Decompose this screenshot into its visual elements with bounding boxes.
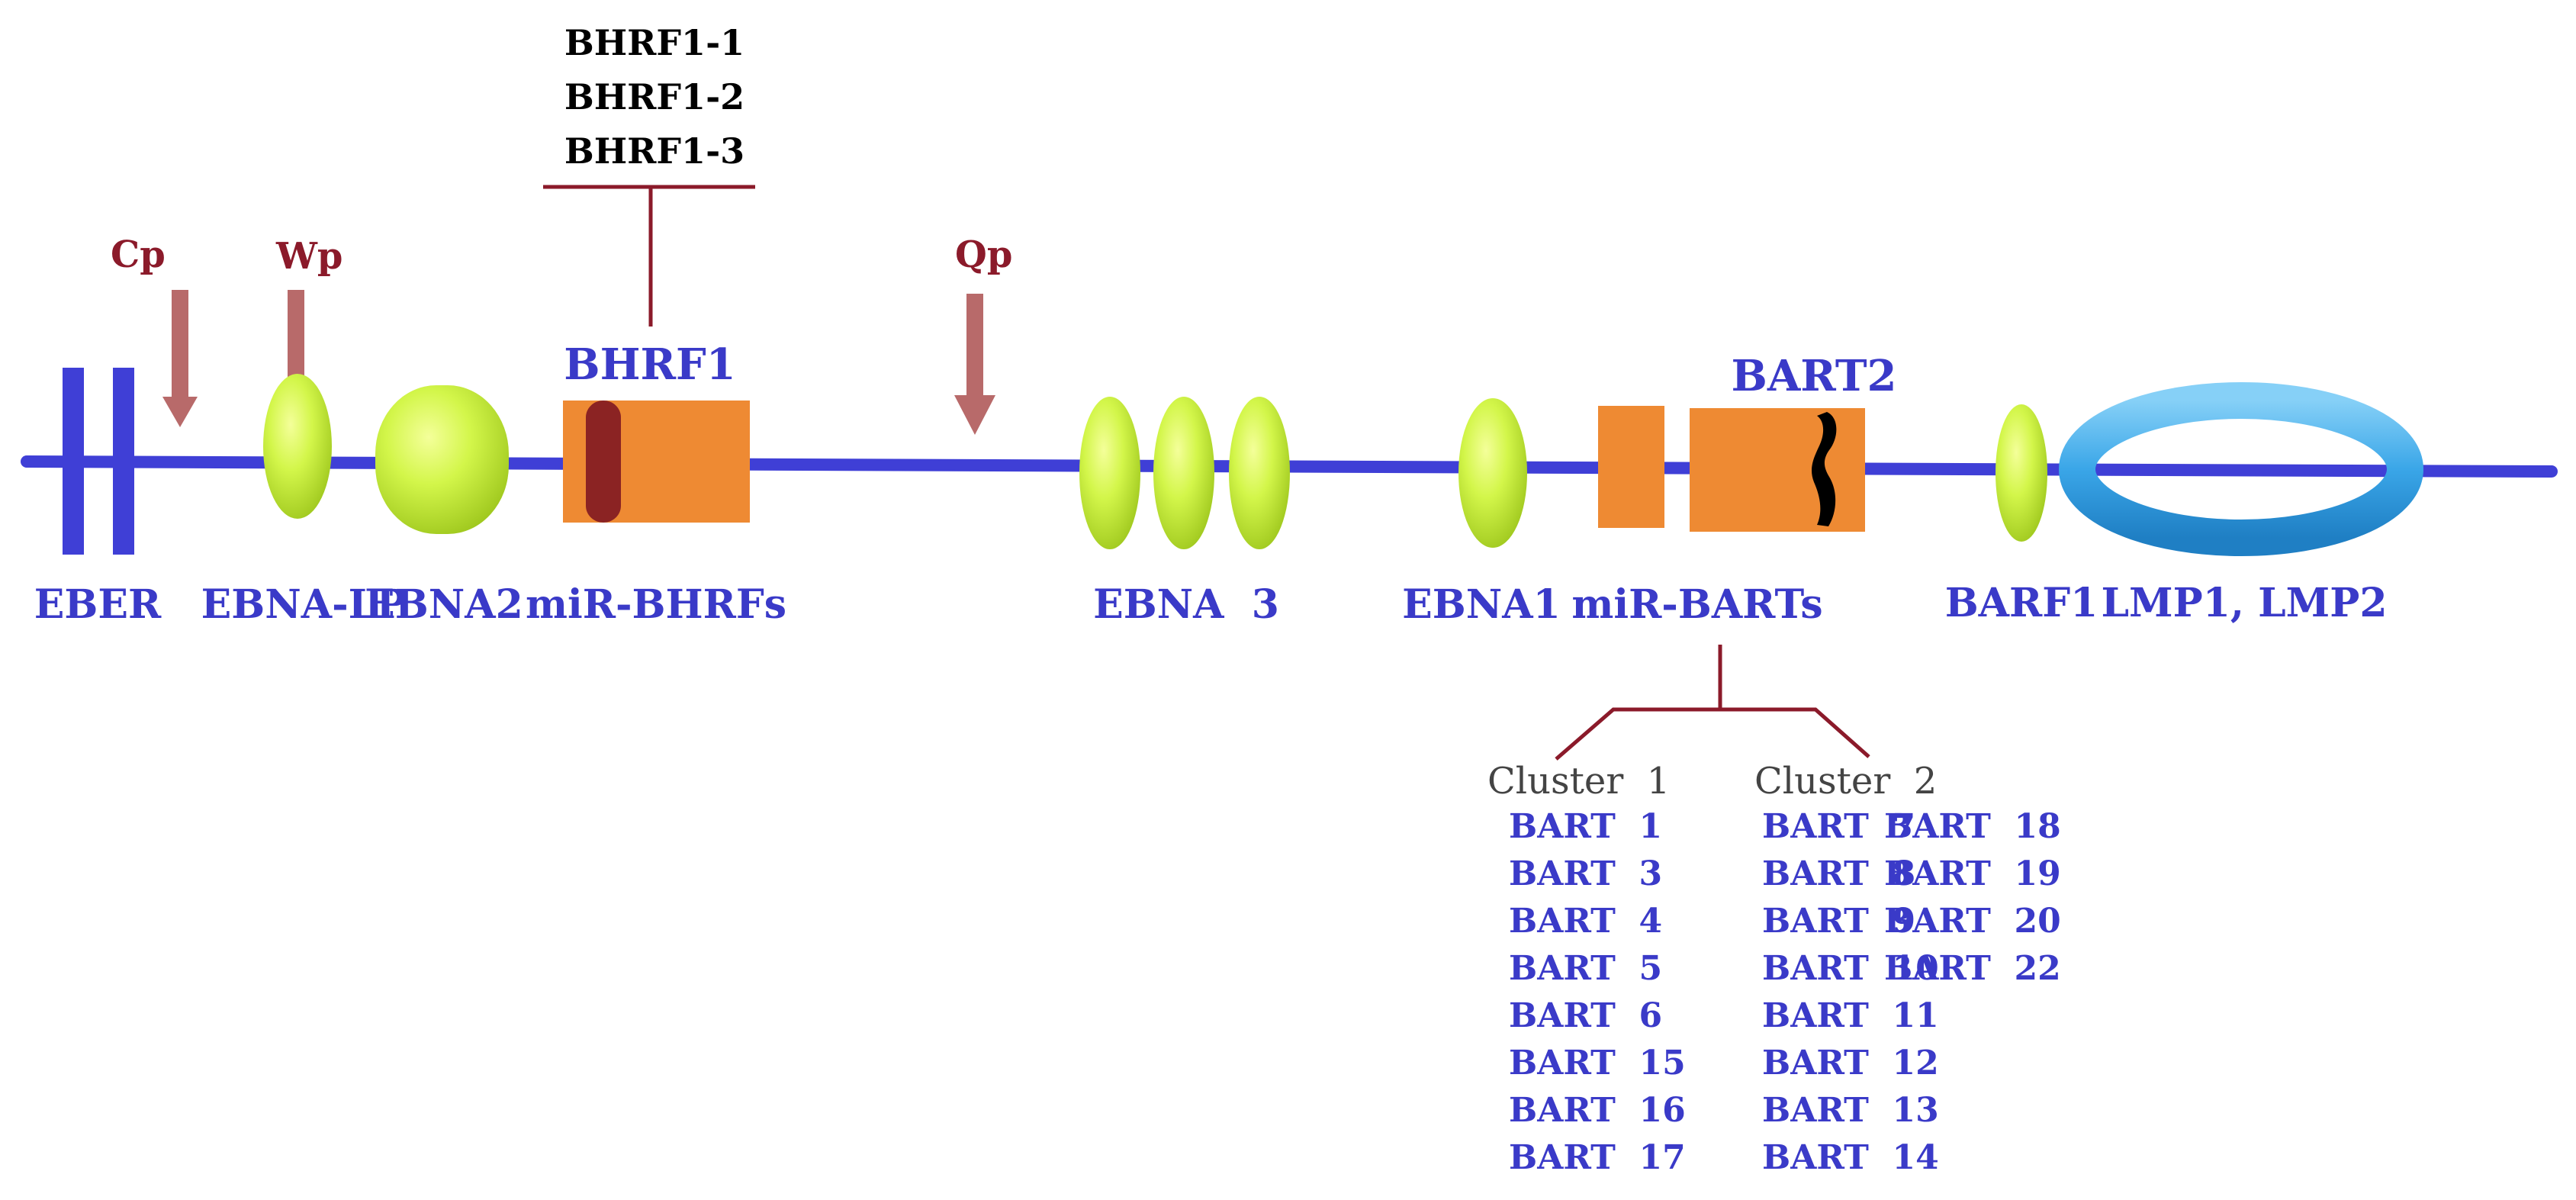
- bart-list-item: BART 7: [1762, 807, 1915, 846]
- cluster1-title: Cluster 1: [1487, 760, 1670, 803]
- bart-list-item: BART 6: [1509, 996, 1662, 1035]
- bart-list-item: BART 9: [1762, 902, 1915, 941]
- bart-list-item: BART 19: [1884, 854, 2061, 893]
- ebna3-label: EBNA 3: [1093, 581, 1279, 628]
- bart2-label: BART2: [1732, 351, 1897, 401]
- mir-barts-label: miR-BARTs: [1571, 581, 1822, 628]
- cluster2-list-col2: BART 18 BART 19 BART 20 BART 22: [1884, 807, 2061, 988]
- bart-list-item: BART 8: [1762, 854, 1915, 893]
- lmp-ring: [2059, 382, 2423, 556]
- bart-list-item: BART 10: [1762, 949, 1939, 988]
- bart-list-item: BART 17: [1509, 1138, 1686, 1177]
- eber-label: EBER: [34, 581, 162, 628]
- bart-list-item: BART 1: [1509, 807, 1662, 846]
- bart-list-item: BART 3: [1509, 854, 1662, 893]
- bhrf1-label: BHRF1: [564, 339, 736, 390]
- bart-list-item: BART 13: [1762, 1091, 1939, 1130]
- bart-list-item: BART 4: [1509, 902, 1662, 941]
- ebna-lp-shape: [263, 374, 332, 519]
- bart-list-item: BART 15: [1509, 1044, 1686, 1083]
- bart-list-item: BART 16: [1509, 1091, 1686, 1130]
- qp-arrow-icon: [954, 294, 995, 435]
- bhrf1-mark: [586, 401, 621, 523]
- ebna3-shape-3: [1229, 397, 1290, 549]
- cluster2-list-col1: BART 7 BART 8 BART 9 BART 10 BART 11 BART 12 B…: [1762, 807, 1939, 1177]
- cluster2-title: Cluster 2: [1754, 760, 1937, 803]
- eber-bar-1: [63, 368, 84, 555]
- cp-label: Cp: [111, 233, 166, 276]
- ebna2-label: EBNA2: [365, 581, 523, 628]
- ebna1-shape: [1458, 398, 1527, 548]
- bart-list-item: BART 11: [1762, 996, 1939, 1035]
- barts-connector-bracket: [1555, 707, 1870, 761]
- qp-label: Qp: [955, 233, 1012, 276]
- lmp-label: LMP1, LMP2: [2101, 580, 2387, 626]
- ebna-lp-label: EBNA-LP: [201, 581, 407, 628]
- mir-bhrfs-label: miR-BHRFs: [526, 581, 786, 628]
- bart-list-item: BART 18: [1884, 807, 2061, 846]
- bhrf1-3-label: BHRF1-3: [564, 130, 744, 172]
- mir-barts-box-1: [1598, 406, 1664, 528]
- cp-arrow-icon: [162, 290, 198, 427]
- bhrf1-1-label: BHRF1-1: [564, 22, 744, 63]
- bart-list-item: BART 22: [1884, 949, 2061, 988]
- wp-label: Wp: [275, 235, 343, 278]
- barf1-label: BARF1: [1945, 580, 2098, 626]
- bart-list-item: BART 20: [1884, 902, 2061, 941]
- bart-list-item: BART 5: [1509, 949, 1662, 988]
- bart-list-item: BART 12: [1762, 1044, 1939, 1083]
- mir-barts-box-2: [1690, 408, 1865, 532]
- bart2-mark: [1812, 412, 1837, 526]
- bart-list-item: BART 14: [1762, 1138, 1939, 1177]
- barf1-shape: [1996, 404, 2047, 542]
- cluster1-list: BART 1 BART 3 BART 4 BART 5 BART 6 BART 15 BAR…: [1509, 807, 1686, 1177]
- ebna3-shape-1: [1079, 397, 1140, 549]
- bhrf1-2-label: BHRF1-2: [564, 76, 744, 117]
- ebna1-label: EBNA1: [1402, 581, 1561, 628]
- ebna3-shape-2: [1153, 397, 1214, 549]
- ebna2-shape: [375, 385, 509, 534]
- eber-bar-2: [113, 368, 134, 555]
